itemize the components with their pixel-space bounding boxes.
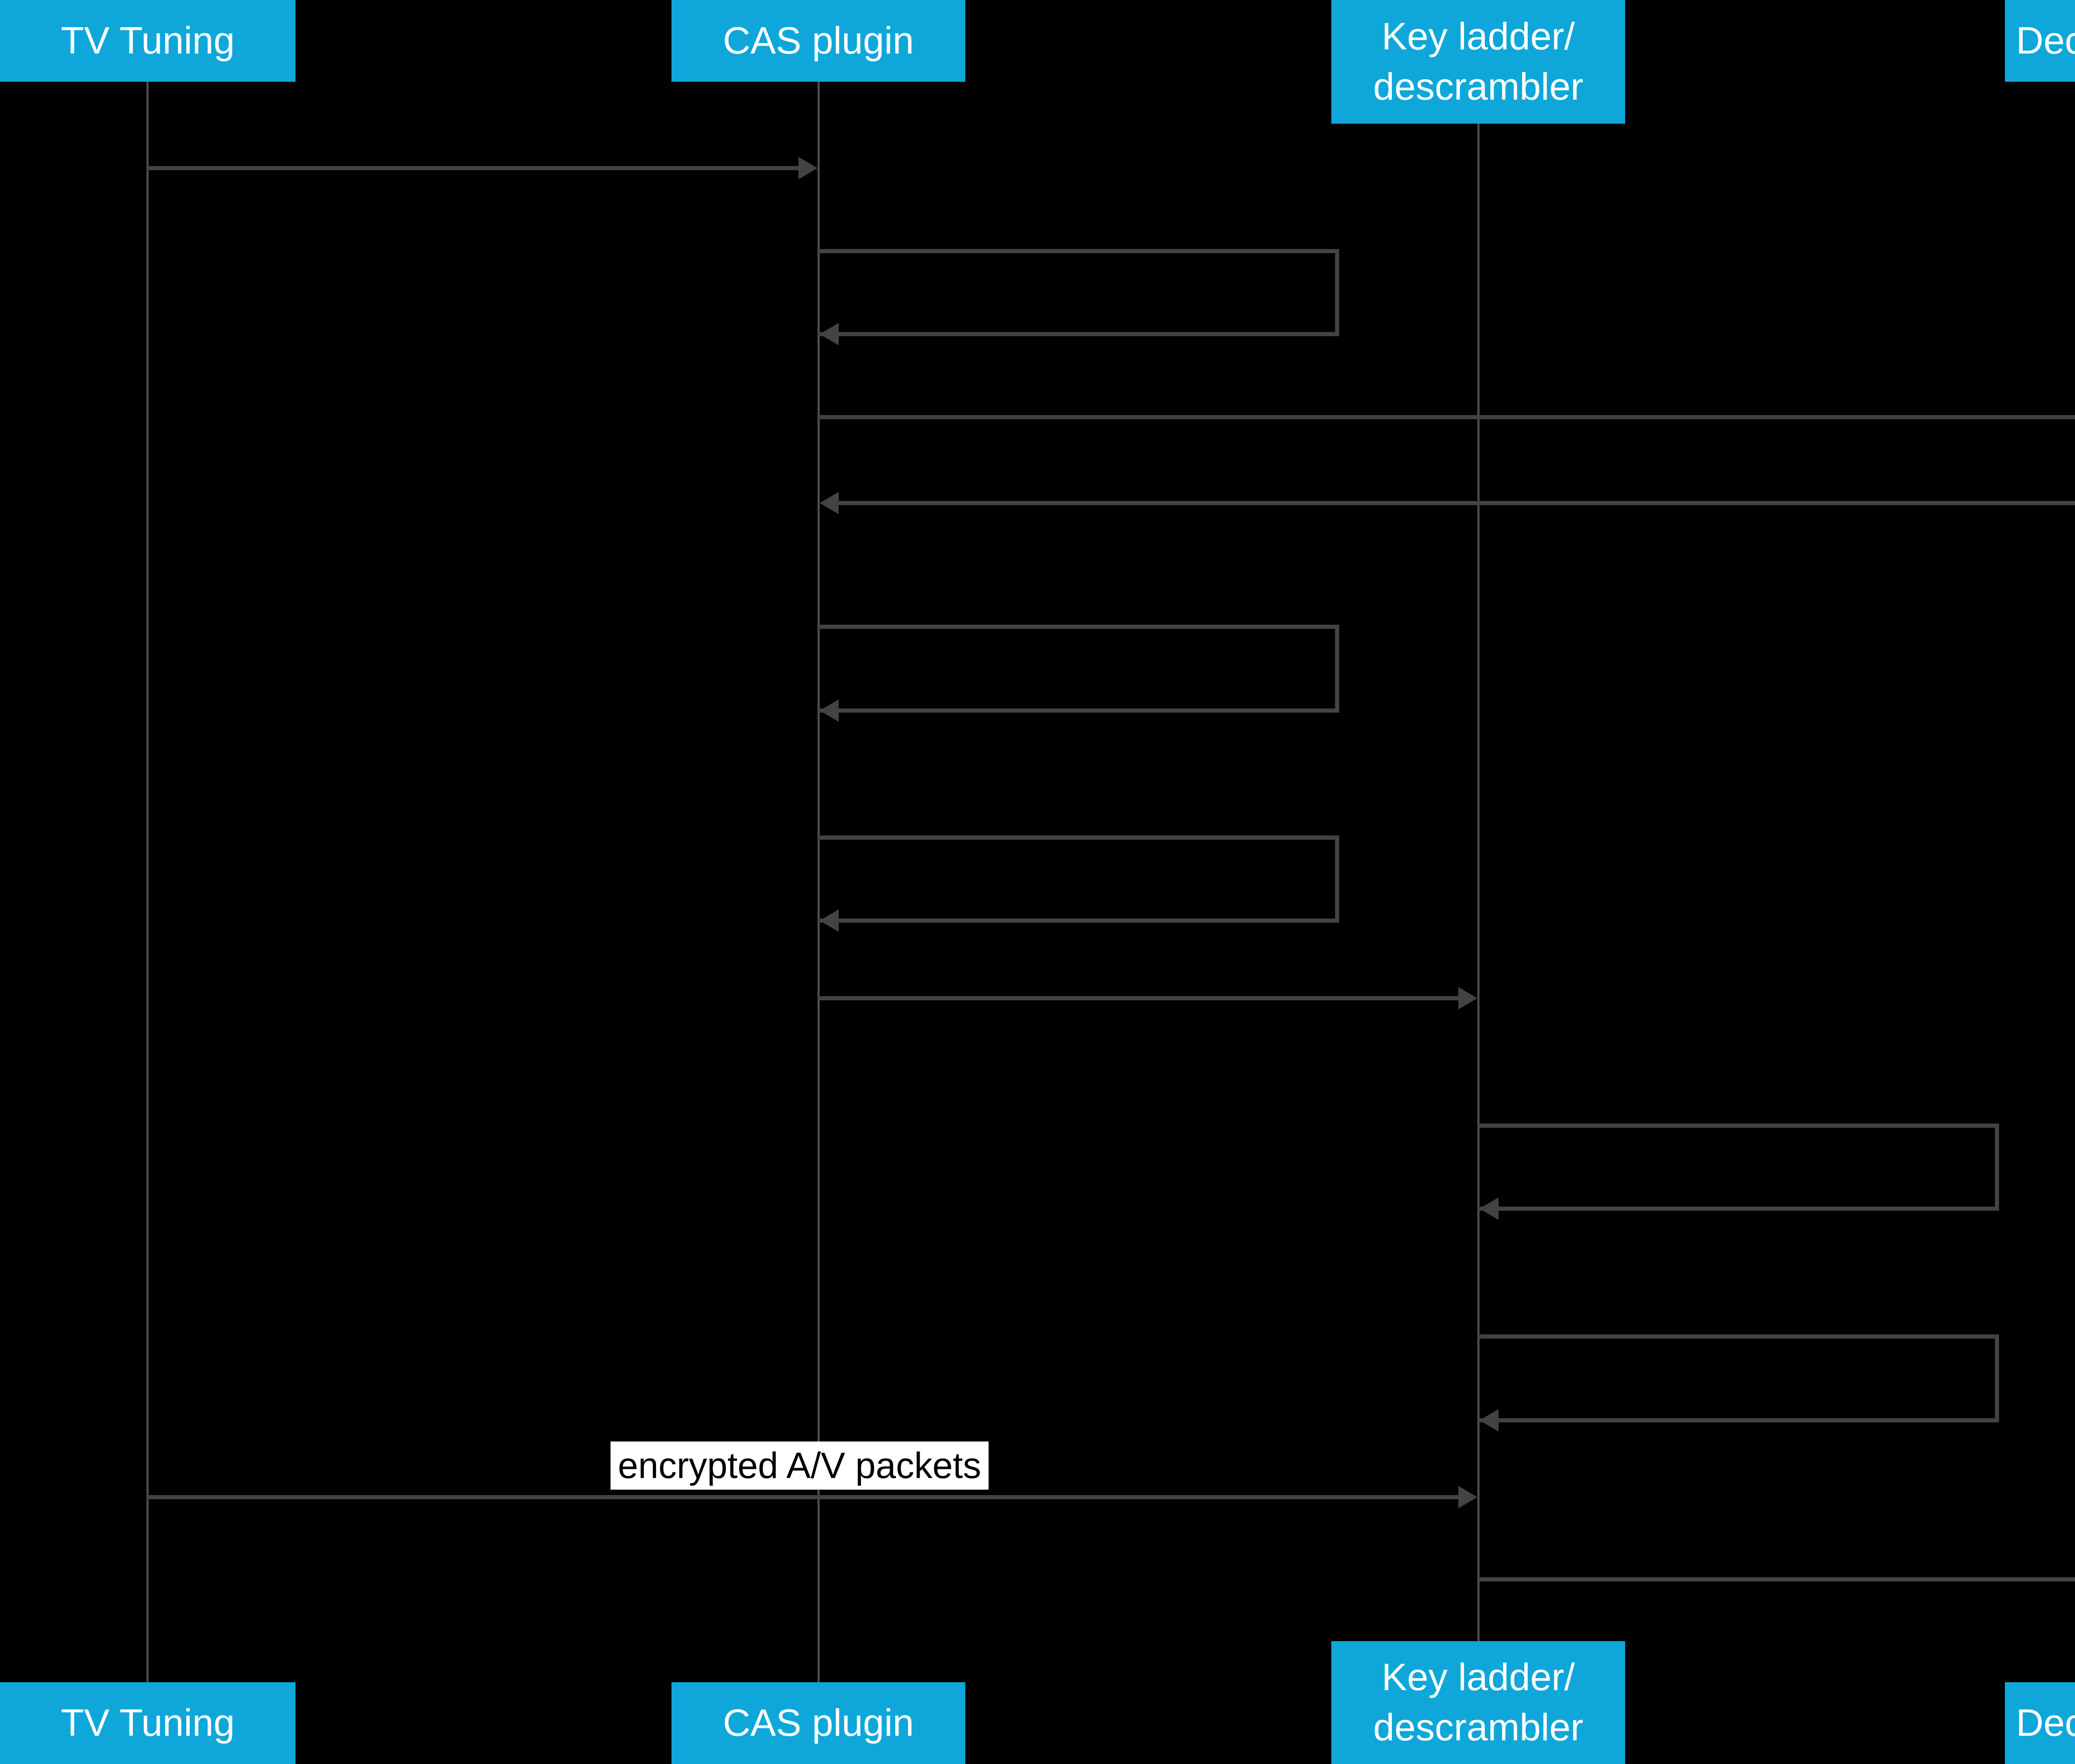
message-arrowhead-6 bbox=[1458, 987, 1477, 1009]
actor-box-bottom-tv-tuning: TV Tuning bbox=[0, 1682, 295, 1764]
message-arrow-10 bbox=[1478, 1577, 2075, 1581]
message-label: encrypted A/V packets bbox=[610, 1441, 989, 1490]
message-arrow-0 bbox=[147, 166, 800, 170]
message-arrow-2 bbox=[818, 415, 2075, 419]
actor-label-line: Key ladder/ bbox=[1382, 15, 1575, 58]
actor-box-top-cas-plugin: CAS plugin bbox=[671, 0, 965, 82]
actor-label-line: Decode, display bbox=[2016, 19, 2075, 62]
actor-box-top-key-ladder: Key ladder/descrambler bbox=[1331, 0, 1625, 124]
actor-label-line: descrambler bbox=[1373, 66, 1584, 108]
self-message-loop-8 bbox=[1478, 1334, 1999, 1422]
message-arrowhead-9 bbox=[1458, 1486, 1477, 1508]
self-message-arrowhead-1 bbox=[820, 323, 839, 345]
self-message-loop-7 bbox=[1478, 1124, 1999, 1211]
actor-label-line: CAS plugin bbox=[723, 19, 914, 62]
self-message-arrowhead-7 bbox=[1479, 1197, 1499, 1220]
self-message-arrowhead-5 bbox=[820, 909, 839, 932]
self-message-loop-1 bbox=[818, 249, 1339, 336]
message-arrowhead-0 bbox=[798, 157, 818, 179]
self-message-arrowhead-4 bbox=[820, 699, 839, 722]
actor-box-top-decode-display: Decode, display bbox=[2005, 0, 2075, 82]
self-message-arrowhead-8 bbox=[1479, 1409, 1499, 1432]
actor-label-line: CAS plugin bbox=[723, 1701, 914, 1744]
lifeline-key-ladder bbox=[1477, 124, 1479, 1641]
message-arrow-9 bbox=[147, 1495, 1460, 1499]
actor-box-bottom-decode-display: Decode, display bbox=[2005, 1682, 2075, 1764]
lifeline-cas-plugin bbox=[818, 82, 820, 1682]
message-arrow-3 bbox=[837, 501, 2075, 505]
actor-box-bottom-key-ladder: Key ladder/descrambler bbox=[1331, 1641, 1625, 1764]
self-message-loop-4 bbox=[818, 625, 1339, 713]
message-arrow-6 bbox=[818, 996, 1460, 1000]
self-message-loop-5 bbox=[818, 836, 1339, 923]
actor-label-line: TV Tuning bbox=[61, 19, 235, 62]
message-arrowhead-3 bbox=[820, 492, 839, 514]
actor-box-bottom-cas-plugin: CAS plugin bbox=[671, 1682, 965, 1764]
actor-label-line: descrambler bbox=[1373, 1706, 1584, 1749]
actor-box-top-tv-tuning: TV Tuning bbox=[0, 0, 295, 82]
lifeline-tv-tuning bbox=[146, 82, 149, 1682]
actor-label-line: Decode, display bbox=[2016, 1701, 2075, 1744]
actor-label-line: TV Tuning bbox=[61, 1701, 235, 1744]
actor-label-line: Key ladder/ bbox=[1382, 1656, 1575, 1698]
